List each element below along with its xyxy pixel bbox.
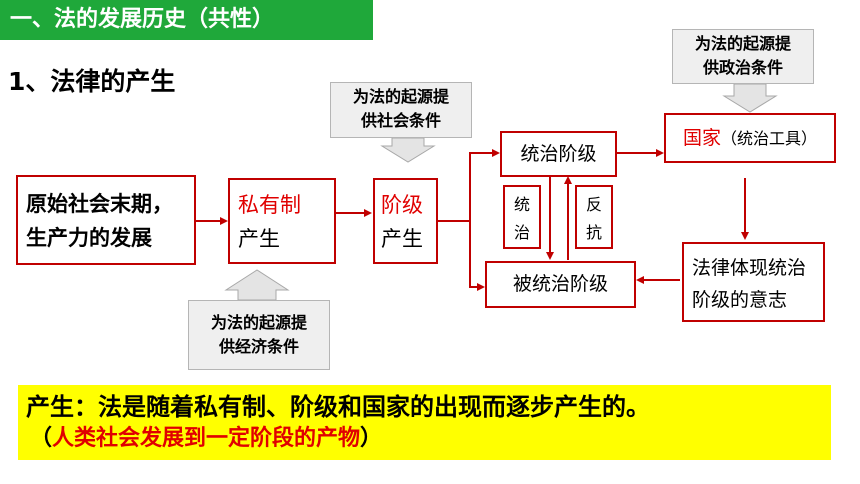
state-label: 国家 — [682, 127, 721, 149]
section-banner: 一、法的发展历史（共性） — [0, 0, 373, 40]
callout-arrow-economic — [224, 269, 290, 301]
summary-line2-red: 人类社会发展到一定阶段的产物 — [52, 426, 361, 451]
resist-box: 反 抗 — [575, 185, 613, 249]
ruling-class-label: 统治阶级 — [520, 143, 597, 165]
state-note: （统治工具） — [721, 129, 818, 148]
class-emerge: 产生 — [381, 227, 423, 251]
callout-arrow-social — [380, 137, 436, 163]
arrow-class-to-ruled — [469, 221, 485, 291]
rule-box: 统 治 — [503, 185, 541, 249]
origin-box: 原始社会末期， 生产力的发展 — [16, 175, 196, 265]
class-label: 阶级 — [381, 193, 423, 217]
ruled-class-box: 被统治阶级 — [485, 261, 636, 308]
summary-line1: 产生：法是随着私有制、阶级和国家的出现而逐步产生的。 — [26, 393, 650, 421]
summary-paren-close: ） — [360, 426, 383, 451]
summary-line2: （人类社会发展到一定阶段的产物） — [26, 423, 831, 455]
summary-paren-open: （ — [30, 426, 53, 451]
law-line1: 法律体现统治 — [692, 257, 807, 279]
political-callout-line1: 为法的起源提 — [694, 34, 791, 53]
resist-char2: 抗 — [585, 223, 602, 242]
rule-char1: 统 — [513, 195, 530, 214]
rule-char2: 治 — [513, 223, 530, 242]
political-condition-callout: 为法的起源提 供政治条件 — [672, 29, 814, 84]
page-subtitle: 1、法律的产生 — [8, 67, 176, 96]
economic-condition-callout: 为法的起源提 供经济条件 — [188, 300, 330, 370]
callout-arrow-political — [722, 83, 778, 113]
economic-callout-line2: 供经济条件 — [218, 337, 299, 356]
private-ownership-emerge: 产生 — [238, 227, 280, 251]
social-callout-line2: 供社会条件 — [360, 111, 441, 130]
private-ownership-label: 私有制 — [238, 193, 301, 217]
state-box: 国家（统治工具） — [664, 113, 836, 163]
political-callout-line2: 供政治条件 — [702, 58, 783, 77]
origin-line1: 原始社会末期， — [26, 192, 173, 216]
resist-char1: 反 — [585, 195, 602, 214]
ruling-class-box: 统治阶级 — [500, 131, 617, 177]
arrow-class-to-ruling — [438, 149, 500, 222]
law-box: 法律体现统治 阶级的意志 — [682, 242, 825, 322]
economic-callout-line1: 为法的起源提 — [210, 313, 307, 332]
ruled-class-label: 被统治阶级 — [512, 273, 608, 295]
origin-line2: 生产力的发展 — [26, 226, 152, 250]
class-box: 阶级 产生 — [373, 178, 438, 264]
summary-box: 产生：法是随着私有制、阶级和国家的出现而逐步产生的。 （人类社会发展到一定阶段的… — [18, 385, 831, 460]
private-ownership-box: 私有制 产生 — [228, 178, 336, 264]
law-line2: 阶级的意志 — [692, 289, 788, 311]
social-callout-line1: 为法的起源提 — [352, 87, 449, 106]
social-condition-callout: 为法的起源提 供社会条件 — [330, 82, 472, 138]
